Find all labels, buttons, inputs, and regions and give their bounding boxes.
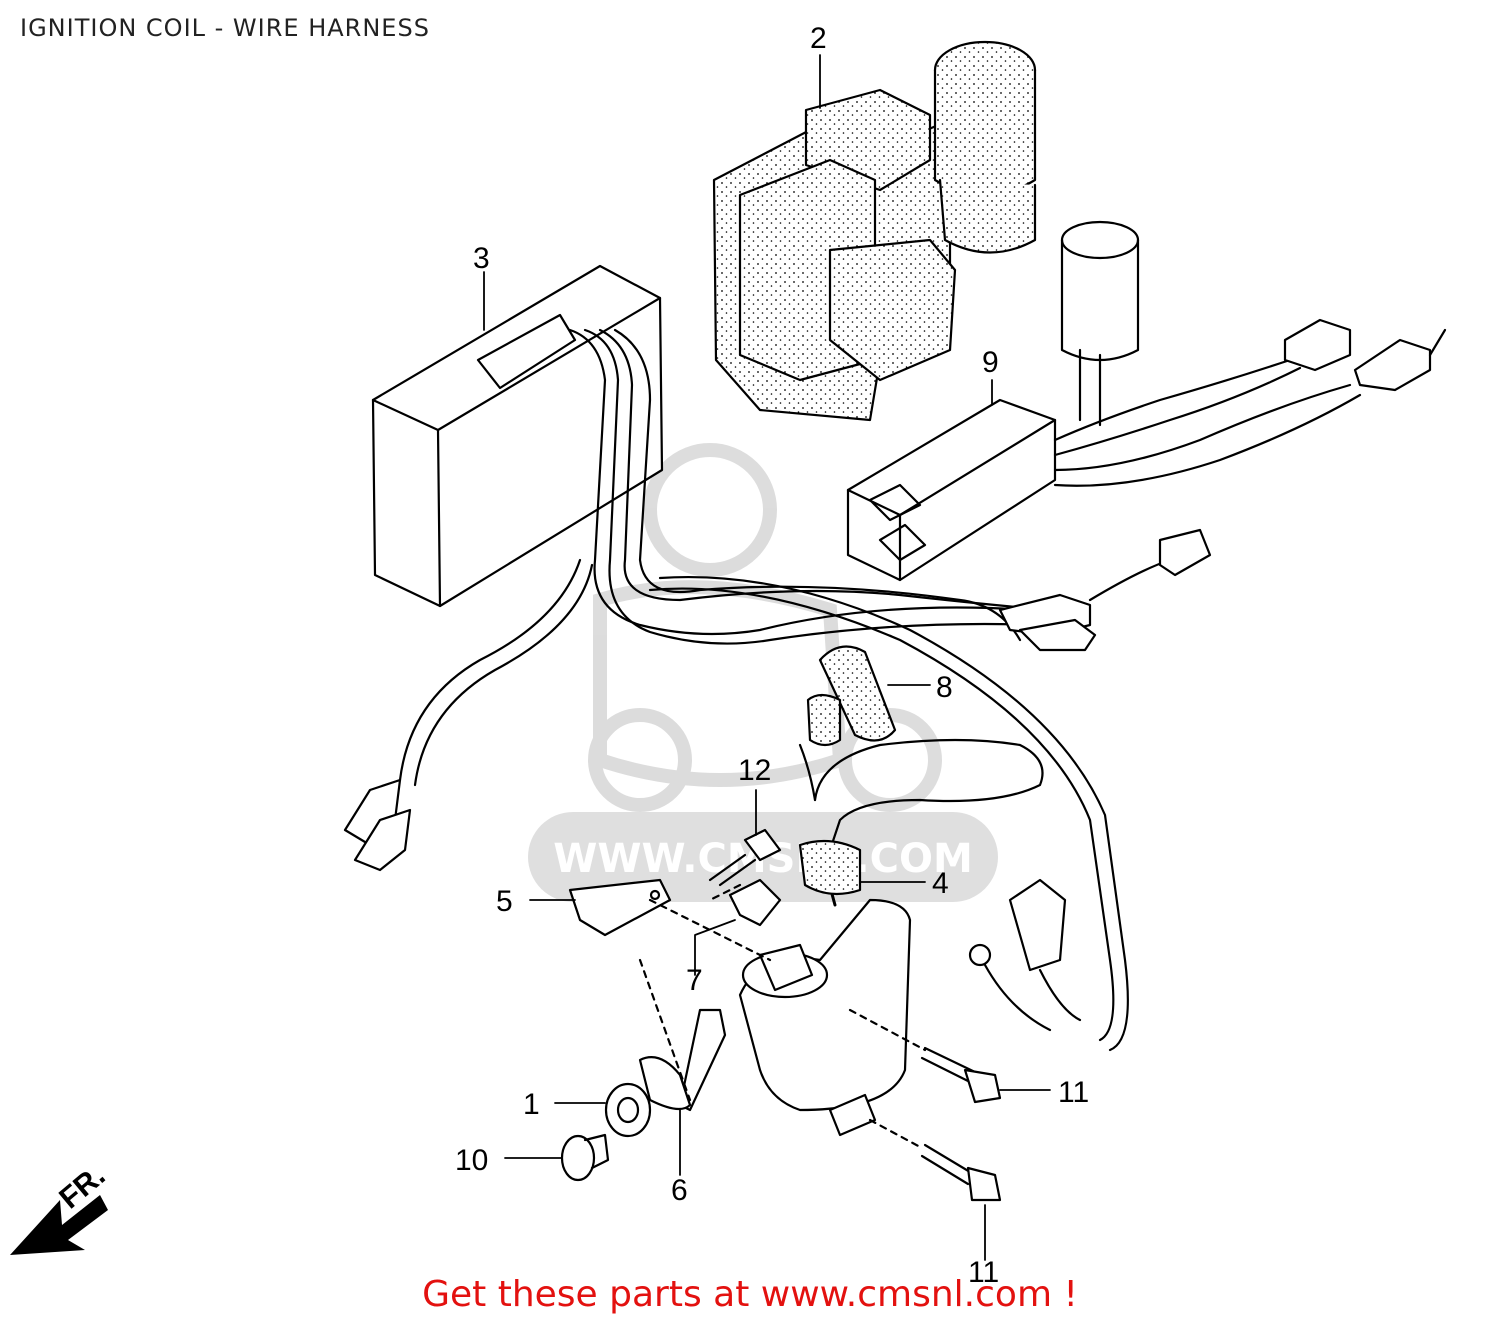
cdi-unit-part-3 — [371, 264, 664, 608]
callout-4: 4 — [932, 867, 949, 900]
callout-7: 7 — [686, 964, 703, 997]
callout-2: 2 — [810, 22, 827, 55]
bracket-part-5 — [568, 878, 672, 937]
module-wires — [1053, 318, 1447, 487]
callout-3: 3 — [473, 242, 490, 275]
callout-10: 10 — [455, 1144, 488, 1177]
washer-part-10 — [560, 1133, 610, 1182]
assembly-guides — [638, 883, 927, 1150]
callout-6: 6 — [671, 1174, 688, 1207]
ignition-coil-part-4 — [738, 738, 1044, 1137]
callout-11-lower: 11 — [968, 1256, 999, 1289]
bolt-part-12 — [708, 828, 782, 887]
callout-numbers: 2 3 9 8 12 4 5 7 11 1 10 6 11 — [455, 22, 1089, 1289]
leader-lines — [483, 54, 1051, 1261]
ignition-coil-part-2 — [712, 40, 1037, 422]
bolt-part-11-lower — [920, 1143, 1002, 1202]
callout-12: 12 — [738, 754, 771, 787]
bolt-part-11-upper — [920, 1046, 1002, 1104]
callout-5: 5 — [496, 885, 513, 918]
grommet-part-1 — [604, 1082, 652, 1138]
mount-part-6 — [638, 1008, 727, 1112]
callout-8: 8 — [936, 671, 953, 704]
callout-1: 1 — [523, 1088, 540, 1121]
callout-11-upper: 11 — [1058, 1076, 1089, 1109]
collar-part-7 — [728, 878, 782, 927]
callout-9: 9 — [982, 346, 999, 379]
plug-cap-part-8 — [806, 645, 897, 747]
wire-harness — [343, 328, 1212, 1052]
front-direction-arrow: FR. — [10, 1159, 112, 1255]
diagram-title: IGNITION COIL - WIRE HARNESS — [20, 14, 430, 42]
footer-link-text[interactable]: Get these parts at www.cmsnl.com ! — [422, 1274, 1078, 1315]
